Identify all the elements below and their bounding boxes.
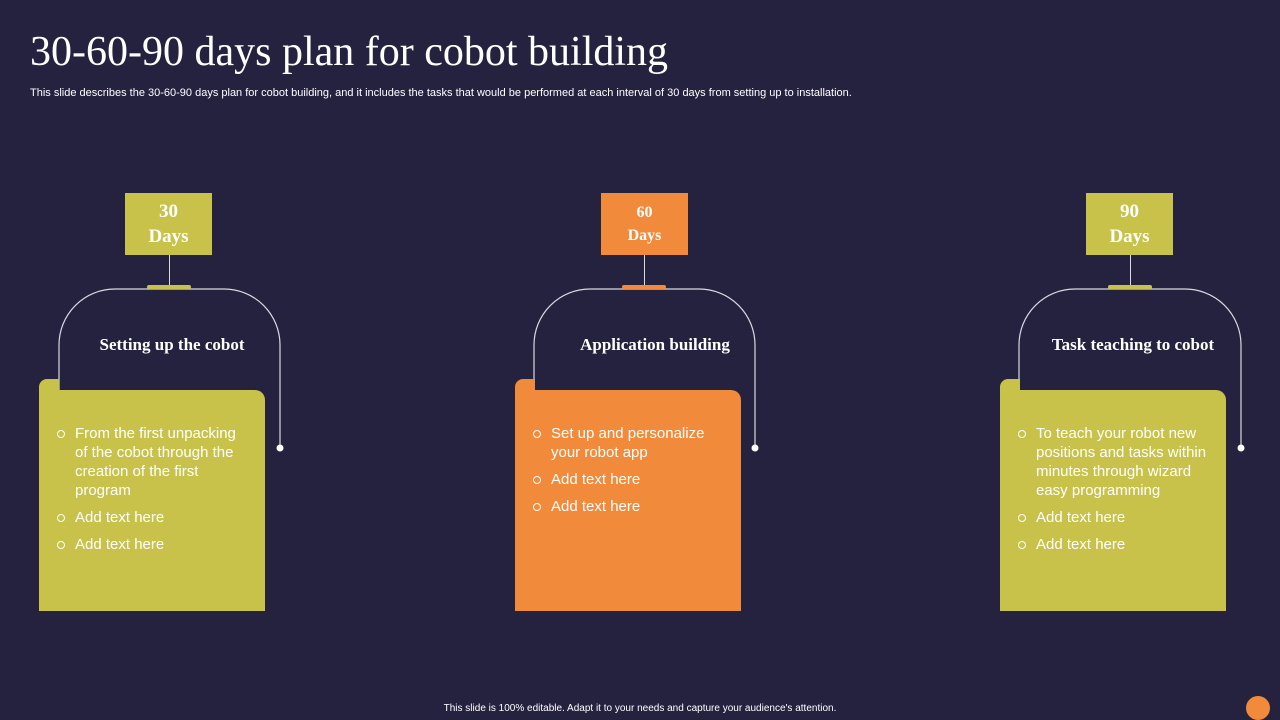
arch-connector-bar [1108, 285, 1152, 289]
arch-end-dot [751, 444, 759, 452]
days-badge: 60 Days [601, 193, 688, 255]
bullet-item: From the first unpacking of the cobot th… [57, 424, 247, 500]
phase-connector-arch [58, 285, 284, 452]
corner-circle-decoration [1246, 696, 1270, 720]
phase-connector-arch [1018, 285, 1245, 452]
bullet-text: Add text here [551, 498, 641, 515]
badge-number: 30 [159, 201, 178, 222]
bullet-circle-icon [533, 503, 541, 511]
bullet-text: Set up and personalize your robot app [551, 425, 705, 461]
badge-stem [644, 255, 645, 285]
badge-number: 60 [636, 204, 653, 221]
bullet-text: From the first unpacking of the cobot th… [75, 425, 236, 499]
arch-connector-bar [622, 285, 666, 289]
arch-end-dot [1237, 444, 1245, 452]
bullet-text: Add text here [1036, 536, 1126, 553]
bullet-text: Add text here [75, 509, 165, 526]
slide-footer: This slide is 100% editable. Adapt it to… [443, 703, 837, 714]
arch-connector-bar [147, 285, 191, 289]
bullet-item: Add text here [57, 535, 247, 554]
badge-unit: Days [1109, 226, 1150, 247]
badge-unit: Days [148, 226, 189, 247]
phase-card: Set up and personalize your robot app Ad… [515, 390, 741, 611]
bullet-item: Add text here [1018, 508, 1208, 527]
days-badge: 90 Days [1086, 193, 1173, 255]
phase-90-days: 90 Days Task teaching to cobot To teach … [960, 0, 1245, 720]
phase-30-days: 30 Days Setting up the cobot From the fi… [0, 0, 284, 720]
bullet-circle-icon [1018, 430, 1026, 438]
bullet-text: Add text here [1036, 509, 1126, 526]
bullet-item: Add text here [57, 508, 247, 527]
bullet-circle-icon [57, 541, 65, 549]
bullet-item: Set up and personalize your robot app [533, 424, 723, 462]
bullet-item: Add text here [533, 497, 723, 516]
bullet-circle-icon [57, 514, 65, 522]
phase-60-days: 60 Days Application building Set up and … [475, 0, 759, 720]
bullet-item: To teach your robot new positions and ta… [1018, 424, 1208, 500]
bullet-circle-icon [57, 430, 65, 438]
bullet-text: Add text here [551, 471, 641, 488]
bullet-circle-icon [533, 476, 541, 484]
badge-stem [169, 255, 170, 285]
bullet-item: Add text here [1018, 535, 1208, 554]
phase-card: To teach your robot new positions and ta… [1000, 390, 1226, 611]
phase-connector-arch [533, 285, 759, 452]
phase-card: From the first unpacking of the cobot th… [39, 390, 265, 611]
slide-title: 30-60-90 days plan for cobot building [30, 29, 669, 75]
bullet-list: Set up and personalize your robot app Ad… [533, 424, 723, 516]
bullet-list: To teach your robot new positions and ta… [1018, 424, 1208, 554]
phase-heading: Application building [580, 335, 730, 354]
bullet-circle-icon [1018, 541, 1026, 549]
bullet-text: To teach your robot new positions and ta… [1036, 425, 1207, 499]
bullet-circle-icon [1018, 514, 1026, 522]
slide-subtitle: This slide describes the 30-60-90 days p… [30, 87, 852, 99]
bullet-text: Add text here [75, 536, 165, 553]
arch-end-dot [276, 444, 284, 452]
days-badge: 30 Days [125, 193, 212, 255]
badge-stem [1130, 255, 1131, 285]
bullet-circle-icon [533, 430, 541, 438]
bullet-list: From the first unpacking of the cobot th… [57, 424, 247, 554]
badge-number: 90 [1120, 201, 1139, 222]
phase-heading: Task teaching to cobot [1051, 335, 1215, 354]
badge-unit: Days [627, 227, 662, 244]
phase-heading: Setting up the cobot [99, 335, 245, 354]
bullet-item: Add text here [533, 470, 723, 489]
